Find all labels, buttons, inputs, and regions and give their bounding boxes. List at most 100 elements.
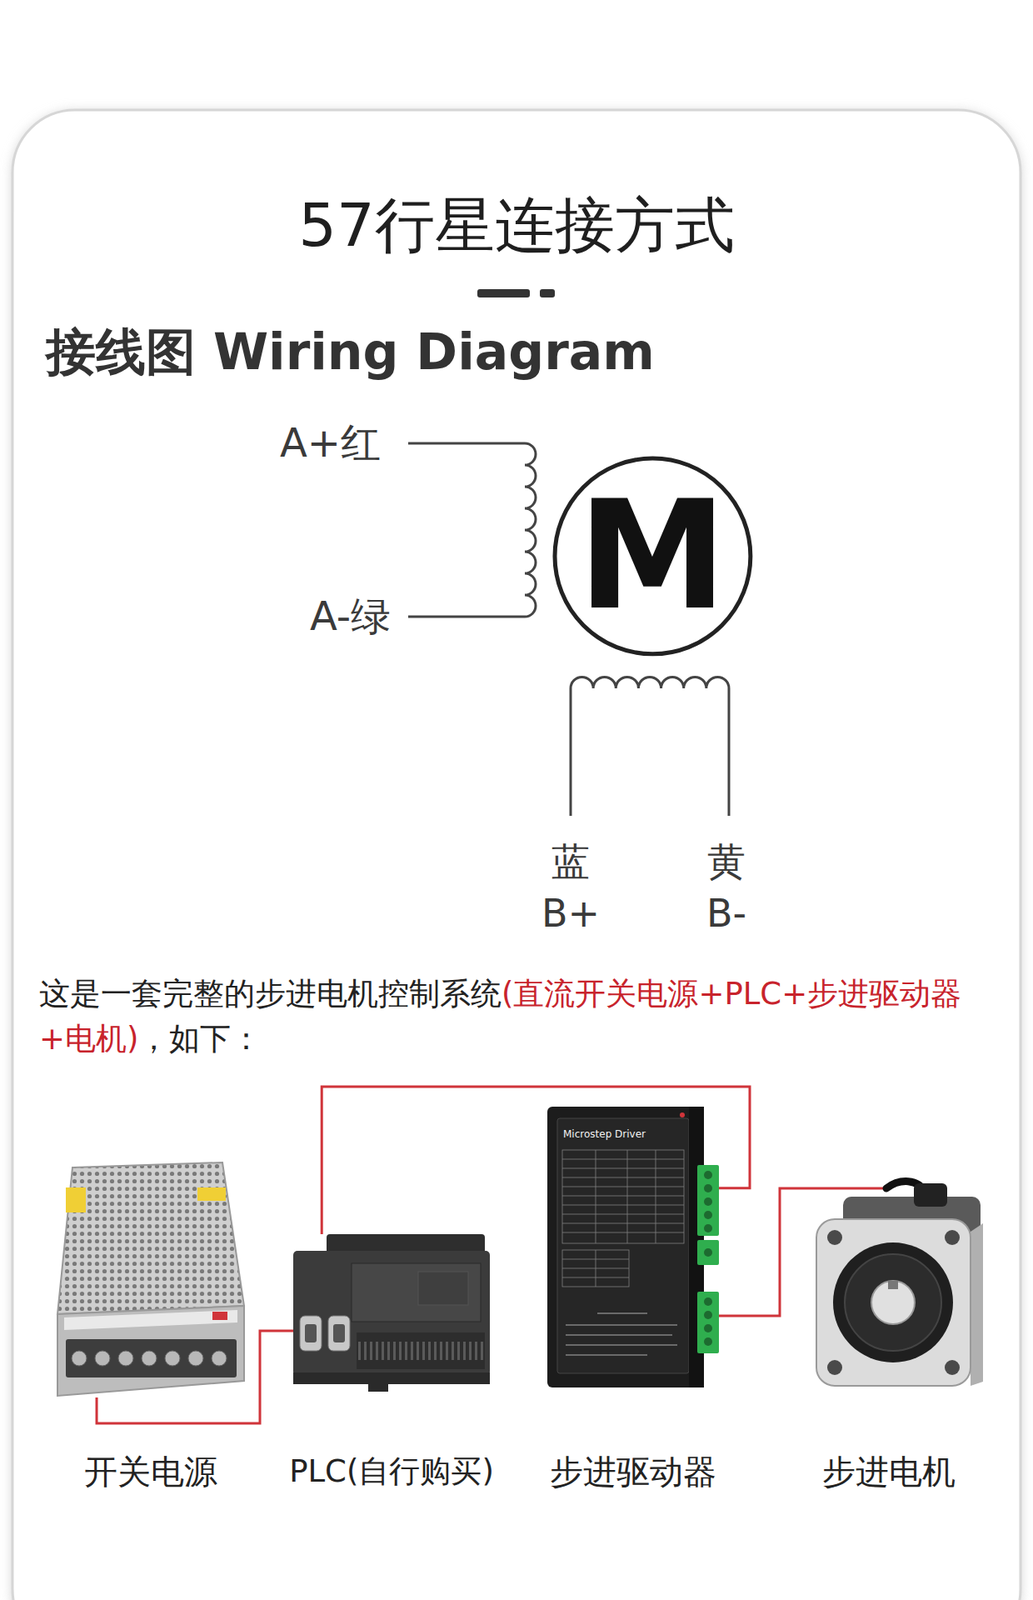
driver-picture [562, 1204, 684, 1206]
power-supply-picture [65, 1338, 237, 1378]
driver-picture [562, 1186, 684, 1188]
driver-picture [655, 1149, 657, 1243]
driver-picture [679, 1112, 685, 1118]
driver-picture [697, 1291, 719, 1353]
card [12, 109, 1021, 1600]
device-caption: PLC(自行购买) [289, 1454, 495, 1489]
device-caption: 开关电源 [84, 1452, 218, 1490]
description-text: 这是一套完整的步进电机控制系统 [39, 975, 502, 1012]
card [12, 109, 1021, 1600]
power-supply: 开关电源 [55, 1162, 245, 1398]
driver-picture [697, 1164, 719, 1236]
wire-color: 黄 [707, 839, 746, 884]
title-dash [477, 289, 555, 298]
plc-picture [356, 1332, 485, 1369]
signal-wire [321, 1086, 750, 1234]
motor-picture [793, 1181, 984, 1386]
driver-picture [597, 1312, 648, 1314]
motor-picture [793, 1187, 887, 1190]
motor-picture [816, 1218, 971, 1386]
signal-wire [96, 1330, 294, 1423]
driver-picture [547, 1106, 704, 1388]
description-paragraph: 这是一套完整的步进电机控制系统(直流开关电源+PLC+步进驱动器+电机)，如下： [39, 971, 998, 1062]
power-supply-picture [57, 1162, 245, 1396]
power-supply-picture [118, 1350, 134, 1366]
plc-picture [293, 1372, 490, 1384]
driver-picture [703, 1310, 713, 1319]
driver-picture [703, 1223, 713, 1233]
motor-picture [833, 1242, 954, 1363]
pin-name: B+ [541, 891, 600, 936]
motor-picture [944, 1359, 960, 1375]
coil-symbol [408, 443, 536, 617]
power-supply-picture [65, 1187, 86, 1213]
driver-picture [697, 1239, 719, 1265]
stepper-driver: 步进驱动器 [547, 1106, 719, 1388]
driver-picture [565, 1312, 678, 1355]
plc-picture [304, 1323, 317, 1343]
plc-picture [418, 1271, 469, 1305]
driver-picture [547, 1106, 719, 1388]
plc-picture [299, 1315, 322, 1351]
plc-picture [293, 1250, 490, 1376]
power-supply-picture [71, 1350, 87, 1366]
driver-picture [562, 1195, 684, 1197]
driver-picture [562, 1177, 684, 1178]
description-text: ，如下： [138, 1020, 262, 1057]
driver-picture [562, 1149, 684, 1287]
motor-picture [844, 1253, 942, 1351]
motor-letter: M [577, 473, 727, 639]
driver-picture [703, 1183, 713, 1193]
motor-picture [970, 1222, 984, 1386]
driver-picture [565, 1333, 673, 1336]
driver-picture [627, 1149, 629, 1243]
driver-picture [562, 1149, 684, 1243]
motor-picture [944, 1229, 960, 1245]
wire-color: 蓝 [551, 839, 590, 884]
motor-symbol: M [551, 454, 754, 658]
coil-symbol [408, 443, 729, 816]
driver-picture [565, 1323, 678, 1326]
driver-picture [703, 1210, 713, 1219]
power-supply-picture [164, 1350, 180, 1366]
driver-picture [562, 1232, 684, 1233]
driver-picture [703, 1170, 713, 1346]
driver-picture [595, 1149, 597, 1243]
stepper-motor: 步进电机 [793, 1172, 984, 1398]
power-supply-picture [64, 1309, 238, 1330]
power-supply-picture [57, 1162, 245, 1314]
driver-picture [703, 1297, 713, 1306]
plc-picture [293, 1233, 490, 1392]
plc-picture [333, 1323, 345, 1343]
title-dash [539, 289, 555, 298]
driver-picture [562, 1222, 684, 1224]
motor-picture [888, 1280, 899, 1289]
plc-picture [328, 1315, 350, 1351]
driver-picture [703, 1247, 713, 1257]
driver-picture [562, 1249, 629, 1287]
motor-picture [913, 1182, 948, 1207]
driver-picture [562, 1158, 684, 1160]
power-supply-picture [94, 1350, 110, 1366]
device-caption: 步进电机 [822, 1452, 956, 1490]
motor-circle [554, 458, 751, 654]
power-supply-picture [212, 1311, 228, 1320]
driver-picture [557, 1117, 689, 1373]
section-heading: 接线图 Wiring Diagram [45, 323, 655, 381]
power-supply-picture [211, 1350, 227, 1366]
driver-picture [595, 1249, 597, 1287]
power-supply-picture [57, 1305, 245, 1396]
power-supply-picture [188, 1350, 204, 1366]
device-caption: 步进驱动器 [549, 1452, 717, 1490]
driver-picture [562, 1167, 684, 1169]
motor-picture [871, 1280, 915, 1324]
plc-picture [358, 1341, 484, 1360]
driver-picture [703, 1170, 713, 1179]
coil-symbol [570, 676, 729, 816]
plc: PLC(自行购买) [293, 1233, 490, 1393]
title-dash [477, 289, 530, 298]
power-supply-picture [197, 1187, 226, 1201]
driver-picture [703, 1197, 713, 1206]
pin-name: B- [706, 891, 747, 936]
